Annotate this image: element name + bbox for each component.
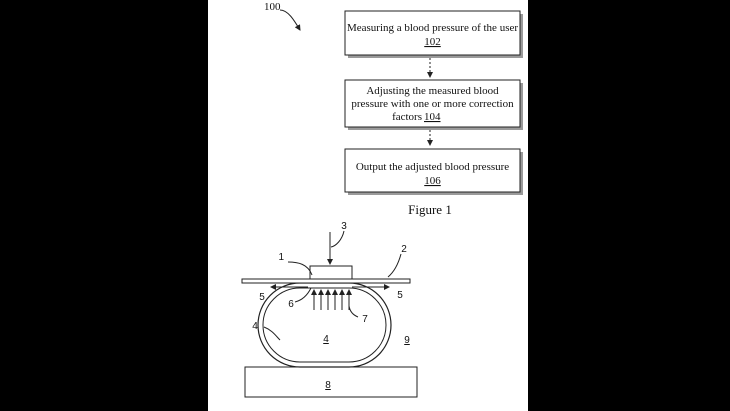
flow-step-106: Output the adjusted blood pressure 106 (344, 148, 523, 195)
label-4-inner: 4 (323, 334, 329, 345)
figure1-ref-number: 100 (264, 1, 281, 13)
flow-step-104-line1: Adjusting the measured blood (366, 85, 499, 97)
leader-2 (387, 253, 402, 278)
sensor-block (309, 265, 353, 280)
figure1-caption: Figure 1 (408, 202, 452, 217)
figure1-ref-arrow (279, 9, 301, 31)
flow-step-104-ref: 104 (424, 111, 441, 123)
flow-step-106-ref: 106 (424, 175, 441, 187)
flow-step-102: Measuring a blood pressure of the user 1… (344, 10, 523, 58)
label-5-left: 5 (259, 292, 265, 303)
leader-6 (294, 287, 312, 303)
label-8: 8 (325, 380, 331, 391)
label-6: 6 (288, 299, 294, 310)
flow-step-102-line1: Measuring a blood pressure of the user (347, 22, 518, 34)
flow-step-104: Adjusting the measured blood pressure wi… (344, 79, 523, 130)
label-5-right: 5 (397, 290, 403, 301)
leader-4 (263, 326, 281, 341)
flow-step-104-line3: factors (392, 111, 422, 123)
patent-figures: 100 Measuring a blood pressure of the us… (241, 1, 523, 398)
flow-step-106-line1: Output the adjusted blood pressure (356, 161, 509, 173)
leader-3 (330, 230, 345, 248)
base-surface (244, 366, 418, 398)
label-2: 2 (401, 244, 407, 255)
leader-7 (348, 305, 359, 318)
label-9: 9 (404, 335, 410, 346)
label-4-outer: 4 (252, 321, 258, 332)
cuff-inner (262, 287, 387, 363)
flow-step-102-ref: 102 (424, 36, 441, 48)
label-1: 1 (278, 252, 284, 263)
label-3: 3 (341, 221, 347, 232)
flow-step-104-line2: pressure with one or more correction (351, 98, 514, 110)
patent-drawing-sheet: 100 Measuring a blood pressure of the us… (208, 0, 528, 411)
leader-1 (287, 261, 313, 276)
plate (241, 278, 411, 284)
pressure-arrows (311, 289, 352, 310)
label-7: 7 (362, 314, 368, 325)
